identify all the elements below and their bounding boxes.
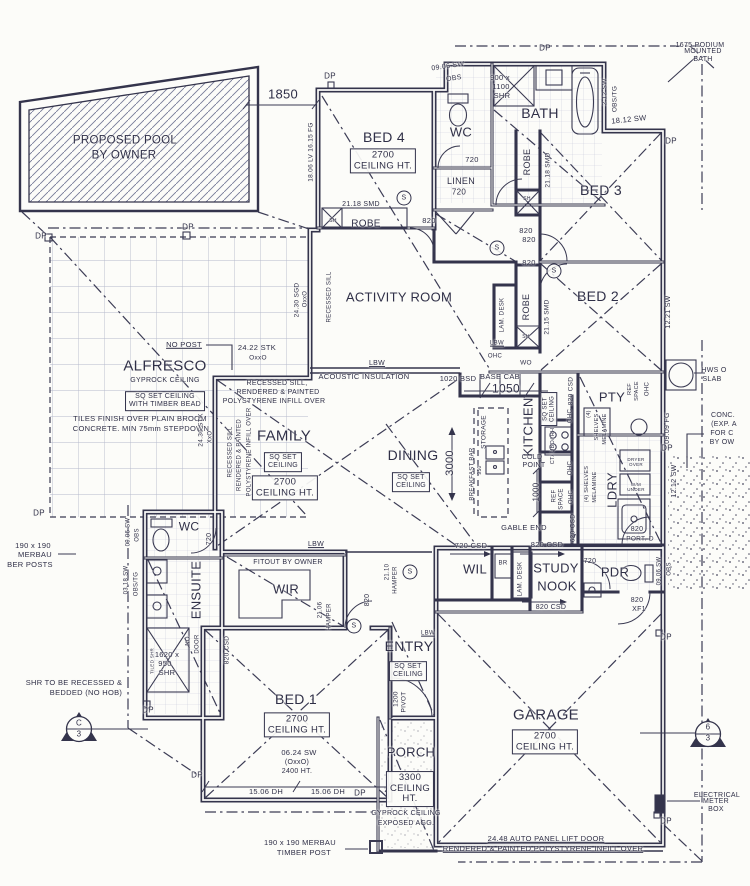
cooktop [544, 426, 573, 456]
fixtures [44, 55, 705, 854]
wir-fitout [238, 569, 311, 619]
island-sink [485, 445, 505, 460]
pdr-basin [583, 582, 602, 598]
dimensions [201, 99, 576, 793]
ldry-wm-cab [619, 473, 651, 496]
toilet-ensuite-wc [150, 518, 173, 528]
ensuite-shower [146, 627, 190, 693]
kitchen-island [473, 407, 509, 518]
door-swings [190, 145, 651, 718]
pool [18, 65, 260, 213]
ensuite-basin-2 [146, 594, 168, 619]
study-desk [511, 551, 533, 599]
ldry-dryer-cab [619, 449, 651, 472]
bathtub [571, 67, 599, 135]
porch-post [369, 840, 383, 854]
pty-basin [630, 418, 648, 436]
ldry-trough [617, 498, 651, 540]
robe-bed4-cabinet [321, 207, 408, 229]
hws-unit [665, 359, 697, 391]
toilet-pdr [644, 564, 654, 583]
alfresco-boundary [49, 236, 308, 518]
thin-walls [310, 367, 663, 852]
electrical-meter-box [654, 794, 666, 814]
shower-bath [493, 65, 535, 107]
toilet-wc-top [447, 93, 469, 104]
wil-br-cab [494, 553, 513, 579]
concrete-patch [668, 456, 750, 592]
section-markers [61, 712, 726, 748]
ensuite-basin-1 [146, 559, 168, 584]
